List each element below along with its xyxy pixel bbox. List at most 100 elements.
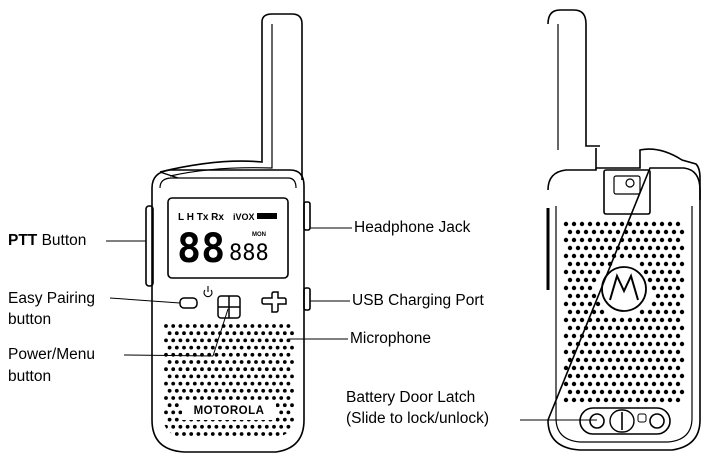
grill-hole — [619, 221, 625, 227]
grill-hole — [599, 341, 605, 347]
grill-hole — [631, 325, 637, 331]
grill-hole — [587, 269, 593, 275]
grill-hole — [647, 309, 653, 315]
grill-hole — [178, 396, 183, 400]
grill-hole — [655, 325, 661, 331]
label-ptt-button: PTT Button — [8, 232, 87, 249]
grill-hole — [583, 261, 589, 267]
grill-hole — [623, 389, 629, 395]
grill-hole — [210, 360, 215, 364]
leader-lines — [106, 227, 597, 421]
grill-hole — [583, 229, 589, 235]
easy-pairing-button[interactable] — [179, 297, 198, 309]
grill-hole — [257, 352, 262, 357]
grill-hole — [655, 357, 661, 363]
grill-hole — [200, 324, 204, 328]
grill-hole — [185, 396, 190, 400]
grill-hole — [591, 293, 597, 299]
grill-hole — [647, 229, 653, 235]
grill-hole — [563, 221, 569, 227]
grill-hole — [651, 285, 657, 291]
grill-hole — [286, 424, 291, 429]
grill-hole — [671, 325, 677, 331]
grill-hole — [671, 277, 677, 283]
grill-hole — [257, 381, 262, 386]
grill-hole — [261, 331, 266, 336]
grill-hole — [174, 403, 179, 408]
grill-hole — [607, 389, 613, 395]
grill-hole — [563, 381, 569, 387]
grill-hole — [659, 381, 665, 387]
grill-hole — [675, 317, 681, 323]
grill-hole — [207, 338, 212, 343]
grill-hole — [236, 396, 240, 400]
grill-hole — [587, 381, 593, 387]
grill-hole — [627, 349, 633, 355]
grill-hole — [214, 324, 219, 328]
grill-hole — [210, 432, 215, 436]
grill-hole — [647, 261, 653, 267]
grill-hole — [635, 221, 641, 227]
grill-hole — [579, 349, 585, 355]
grill-hole — [275, 388, 280, 393]
grill-hole — [563, 285, 569, 291]
grill-hole — [679, 245, 685, 251]
grill-hole — [261, 388, 266, 393]
grill-hole — [667, 221, 673, 227]
grill-hole — [591, 309, 597, 315]
power-menu-button[interactable] — [217, 295, 241, 319]
grill-hole — [174, 360, 179, 364]
grill-hole — [591, 245, 597, 251]
grill-hole — [635, 349, 641, 355]
grill-hole — [171, 410, 176, 415]
grill-hole — [615, 341, 621, 347]
usb-port — [303, 287, 311, 311]
grill-hole — [651, 237, 657, 243]
grill-hole — [246, 345, 251, 350]
grill-hole — [631, 341, 637, 347]
grill-hole — [171, 324, 176, 328]
grill-hole — [200, 338, 204, 343]
headphone-jack-port — [303, 201, 311, 231]
grill-hole — [210, 331, 215, 336]
grill-hole — [196, 432, 201, 436]
grill-hole — [243, 352, 248, 357]
grill-hole — [167, 345, 172, 350]
grill-hole — [272, 324, 276, 328]
grill-hole — [639, 357, 645, 363]
grill-hole — [627, 333, 633, 339]
grill-hole — [192, 367, 197, 372]
grill-hole — [587, 221, 593, 227]
grill-hole — [651, 381, 657, 387]
grill-hole — [635, 253, 641, 259]
grill-hole — [639, 245, 645, 251]
grill-hole — [257, 324, 262, 328]
plus-button[interactable] — [261, 291, 287, 313]
grill-hole — [663, 309, 669, 315]
grill-hole — [225, 432, 230, 436]
ptt-side-button[interactable] — [145, 205, 154, 287]
grill-hole — [246, 331, 251, 336]
grill-hole — [290, 360, 294, 364]
grill-hole — [257, 396, 262, 400]
grill-hole — [290, 331, 294, 336]
grill-hole — [583, 277, 589, 283]
grill-hole — [611, 221, 617, 227]
label-usb-charging-port: USB Charging Port — [352, 292, 484, 309]
grill-hole — [178, 338, 183, 343]
grill-hole — [232, 374, 237, 379]
grill-hole — [599, 229, 605, 235]
grill-hole — [659, 365, 665, 371]
grill-hole — [567, 357, 573, 363]
grill-hole — [250, 324, 255, 328]
grill-hole — [663, 357, 669, 363]
grill-hole — [571, 381, 577, 387]
grill-hole — [623, 357, 629, 363]
grill-hole — [635, 397, 641, 403]
grill-hole — [286, 324, 291, 328]
grill-hole — [563, 269, 569, 275]
grill-hole — [655, 245, 661, 251]
grill-hole — [196, 388, 201, 393]
grill-hole — [268, 432, 273, 436]
battery-door-latch[interactable] — [579, 407, 671, 435]
